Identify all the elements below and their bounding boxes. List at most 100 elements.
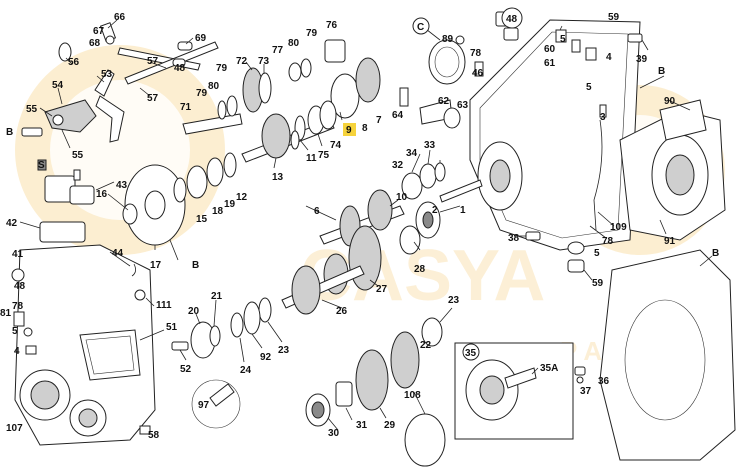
label-36: 36 — [598, 376, 610, 387]
leader-31 — [345, 407, 353, 421]
label-31: 31 — [356, 420, 368, 431]
label-1: 1 — [460, 205, 466, 216]
label-63: 63 — [457, 100, 469, 111]
bolt-58 — [139, 425, 151, 435]
ring-34 — [434, 162, 446, 182]
fitting-60 — [571, 39, 581, 53]
label-S: S — [38, 160, 45, 171]
label-77: 77 — [272, 45, 284, 56]
label-67: 67 — [93, 26, 105, 37]
seal-18 — [186, 165, 208, 199]
leader-108 — [413, 391, 426, 415]
leader-54 — [57, 87, 63, 105]
gear-22 — [390, 331, 420, 389]
washer-5-bottom — [567, 241, 585, 255]
label-75: 75 — [318, 150, 330, 161]
label-10: 10 — [396, 192, 408, 203]
bearing-28 — [399, 225, 421, 255]
label-26: 26 — [336, 306, 348, 317]
bearing-19 — [206, 157, 224, 187]
label-89: 89 — [442, 34, 454, 45]
leader-44 — [109, 251, 131, 267]
label-22: 22 — [420, 340, 432, 351]
label-80-top: 80 — [288, 38, 300, 49]
snap-ring-44 — [131, 263, 136, 277]
label-43: 43 — [116, 180, 128, 191]
label-34: 34 — [406, 148, 418, 159]
label-51: 51 — [166, 322, 178, 333]
transmission-case-left — [11, 221, 156, 446]
gear-10 — [367, 189, 393, 231]
label-57-upper: 57 — [147, 56, 159, 67]
gear-29 — [355, 349, 389, 411]
leader-52 — [179, 349, 187, 361]
bearing-79 — [217, 100, 227, 120]
label-5-top: 5 — [560, 34, 566, 45]
input-shaft — [439, 179, 483, 203]
label-33: 33 — [424, 140, 436, 151]
cover-C — [428, 39, 466, 85]
label-55-upper: 55 — [26, 104, 38, 115]
bolt-B-left — [21, 127, 43, 137]
label-81: 81 — [0, 308, 12, 319]
label-54: 54 — [52, 80, 64, 91]
nut-16 — [122, 203, 138, 225]
label-71: 71 — [180, 102, 192, 113]
label-52: 52 — [180, 364, 192, 375]
label-48-badge: 48 — [506, 14, 518, 25]
upper-gear-cluster — [182, 39, 381, 163]
bearing-30-bore — [311, 401, 325, 419]
label-27: 27 — [376, 284, 388, 295]
label-18: 18 — [212, 206, 224, 217]
plug-48 — [11, 268, 25, 282]
leader-91 — [659, 219, 667, 235]
label-97: 97 — [198, 400, 210, 411]
leader-72 — [245, 61, 253, 71]
label-44: 44 — [112, 248, 124, 259]
leader-59b — [583, 269, 593, 281]
leader-92 — [251, 333, 263, 349]
label-55-lower: 55 — [72, 150, 84, 161]
label-5-case: 5 — [12, 326, 18, 337]
label-90: 90 — [664, 96, 676, 107]
leader-53 — [96, 75, 105, 83]
leader-lines — [19, 19, 713, 431]
label-76: 76 — [326, 20, 338, 31]
shift-fork-53 — [94, 69, 115, 97]
hub-2-bore — [422, 211, 434, 229]
gear-13 — [261, 113, 291, 159]
label-68: 68 — [89, 38, 101, 49]
shift-rod-57-lower — [124, 41, 219, 85]
label-42: 42 — [6, 218, 18, 229]
label-21: 21 — [211, 291, 223, 302]
label-3: 3 — [600, 112, 606, 123]
label-2: 2 — [432, 205, 438, 216]
label-4-right: 4 — [606, 52, 612, 63]
label-78-top: 78 — [470, 48, 482, 59]
bolt-4 — [25, 345, 37, 355]
label-C: C — [417, 22, 424, 33]
label-72: 72 — [236, 56, 248, 67]
leader-42 — [19, 221, 41, 229]
countershaft-group — [171, 189, 443, 359]
ring-23 — [258, 297, 272, 323]
washer-5 — [23, 327, 33, 337]
case-bore-2-inner — [78, 408, 98, 428]
bolt-4-right — [627, 33, 643, 43]
leader-26 — [321, 299, 343, 309]
leader-30 — [327, 417, 339, 431]
tube-109 — [593, 119, 603, 231]
snap-21 — [209, 325, 221, 347]
bottom-gears — [191, 331, 446, 467]
solenoid-terminal — [73, 169, 81, 181]
label-60: 60 — [544, 44, 556, 55]
label-B-bottom: B — [712, 248, 719, 259]
bearing-23 — [421, 317, 443, 347]
fitting-61 — [585, 47, 597, 61]
bolt-52 — [171, 341, 189, 351]
washer-11 — [290, 130, 300, 150]
label-5-bottom: 5 — [594, 248, 600, 259]
case-bore-1-inner — [30, 380, 60, 410]
washer-15 — [173, 177, 187, 203]
label-35: 35 — [465, 348, 477, 359]
